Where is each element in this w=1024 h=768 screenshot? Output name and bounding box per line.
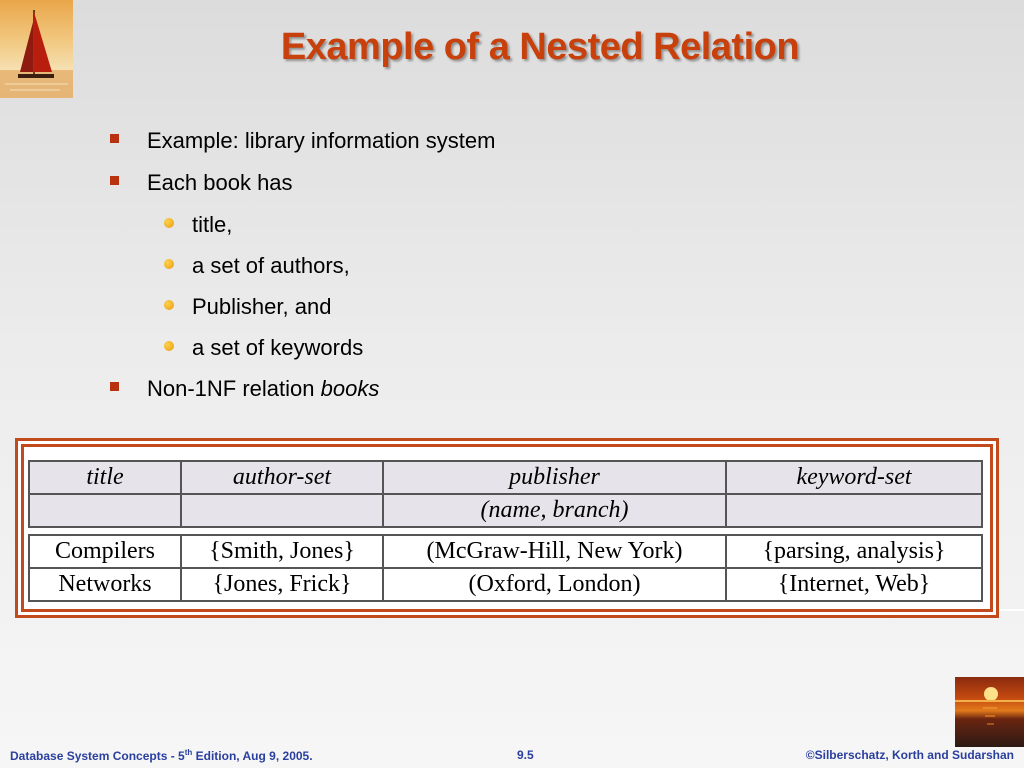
bullet-text: Example: library information system bbox=[147, 128, 496, 153]
table-row: Compilers {Smith, Jones} (McGraw-Hill, N… bbox=[28, 534, 983, 569]
round-bullet-icon bbox=[164, 259, 174, 269]
sub-bullet-text: a set of keywords bbox=[192, 335, 364, 360]
nested-relation-header: title author-set publisher keyword-set (… bbox=[28, 460, 983, 528]
bullet-text: Each book has bbox=[147, 170, 293, 195]
bullet-text: Non-1NF relation books bbox=[147, 376, 379, 402]
footer-course-info: Database System Concepts - 5th Edition, … bbox=[10, 748, 313, 763]
round-bullet-icon bbox=[164, 341, 174, 351]
footer-left-prefix: Database System Concepts - 5 bbox=[10, 749, 185, 763]
sub-bullet-text: a set of authors, bbox=[192, 253, 350, 278]
nested-relation-body: Compilers {Smith, Jones} (McGraw-Hill, N… bbox=[28, 534, 983, 602]
table-cell: Networks bbox=[28, 567, 182, 602]
table-cell: {parsing, analysis} bbox=[725, 534, 983, 569]
table-cell: {Internet, Web} bbox=[725, 567, 983, 602]
square-bullet-icon bbox=[110, 382, 119, 391]
table-row: Networks {Jones, Frick} (Oxford, London)… bbox=[28, 567, 983, 602]
square-bullet-icon bbox=[110, 176, 119, 185]
header-cell: author-set bbox=[180, 460, 384, 495]
round-bullet-icon bbox=[164, 218, 174, 228]
page-number: 9.5 bbox=[517, 748, 534, 762]
table-cell: {Jones, Frick} bbox=[180, 567, 384, 602]
header-row: title author-set publisher keyword-set bbox=[28, 460, 983, 495]
footer-copyright: ©Silberschatz, Korth and Sudarshan bbox=[805, 748, 1014, 762]
table-cell: {Smith, Jones} bbox=[180, 534, 384, 569]
subheader-cell bbox=[28, 493, 182, 528]
relation-name: books bbox=[320, 376, 380, 401]
sub-bullet-text: title, bbox=[192, 212, 233, 237]
sunset-logo bbox=[955, 677, 1024, 747]
footer: Database System Concepts - 5th Edition, … bbox=[0, 745, 1024, 765]
header-cell: title bbox=[28, 460, 182, 495]
footer-left-sup: th bbox=[184, 748, 193, 757]
round-bullet-icon bbox=[164, 300, 174, 310]
header-cell: publisher bbox=[382, 460, 727, 495]
subheader-cell: (name, branch) bbox=[382, 493, 727, 528]
header-cell: keyword-set bbox=[725, 460, 983, 495]
subheader-cell bbox=[725, 493, 983, 528]
bullet-text-prefix: Non-1NF relation bbox=[147, 376, 321, 401]
footer-left-suffix: Edition, Aug 9, 2005. bbox=[192, 749, 313, 763]
table-cell: (McGraw-Hill, New York) bbox=[382, 534, 727, 569]
table-cell: Compilers bbox=[28, 534, 182, 569]
divider-line bbox=[1000, 609, 1024, 611]
frame-border bbox=[22, 445, 992, 611]
table-cell: (Oxford, London) bbox=[382, 567, 727, 602]
slide-title: Example of a Nested Relation bbox=[280, 26, 800, 68]
subheader-cell bbox=[180, 493, 384, 528]
square-bullet-icon bbox=[110, 134, 119, 143]
subheader-row: (name, branch) bbox=[28, 493, 983, 528]
sailboat-logo bbox=[0, 0, 73, 98]
sub-bullet-text: Publisher, and bbox=[192, 294, 332, 319]
